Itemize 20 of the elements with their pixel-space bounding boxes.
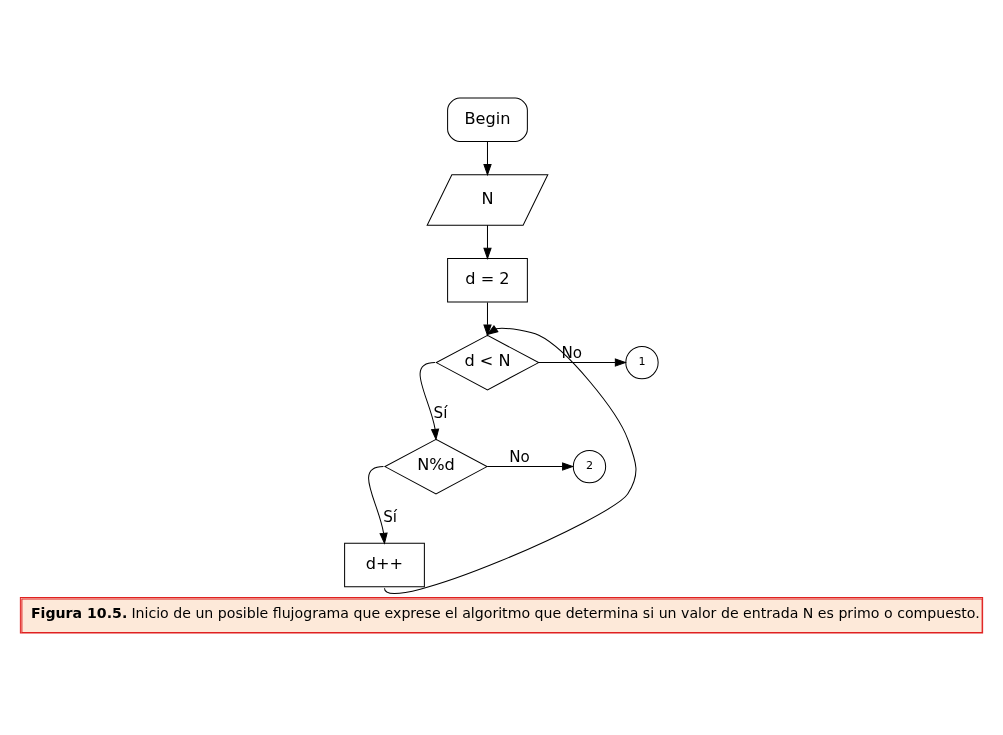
node-diamond: d < N — [435, 334, 540, 391]
edge-label: Sí — [433, 404, 448, 423]
arrow — [538, 358, 627, 367]
arrow — [483, 224, 492, 260]
caption: Figura 10.5. Inicio de un posible flujograma que exprese el algoritmo que determina si un valor de entrada N es primo o compuesto. — [30, 605, 980, 622]
node-box: d++ — [344, 542, 425, 588]
arrow — [483, 141, 492, 177]
arrow — [419, 362, 440, 441]
node-circle: 1 — [625, 345, 659, 380]
arrow — [486, 462, 575, 471]
node-diamond: N%d — [383, 438, 489, 495]
node-box: Begin — [447, 97, 528, 142]
edge-label: Sí — [383, 508, 397, 527]
edge-label: No — [561, 343, 583, 362]
edge-label: No — [509, 447, 530, 466]
arrow — [483, 301, 492, 337]
arrow — [384, 324, 637, 594]
node-box: d = 2 — [447, 258, 528, 303]
arrow — [368, 466, 388, 545]
node-circle: 2 — [572, 449, 607, 484]
